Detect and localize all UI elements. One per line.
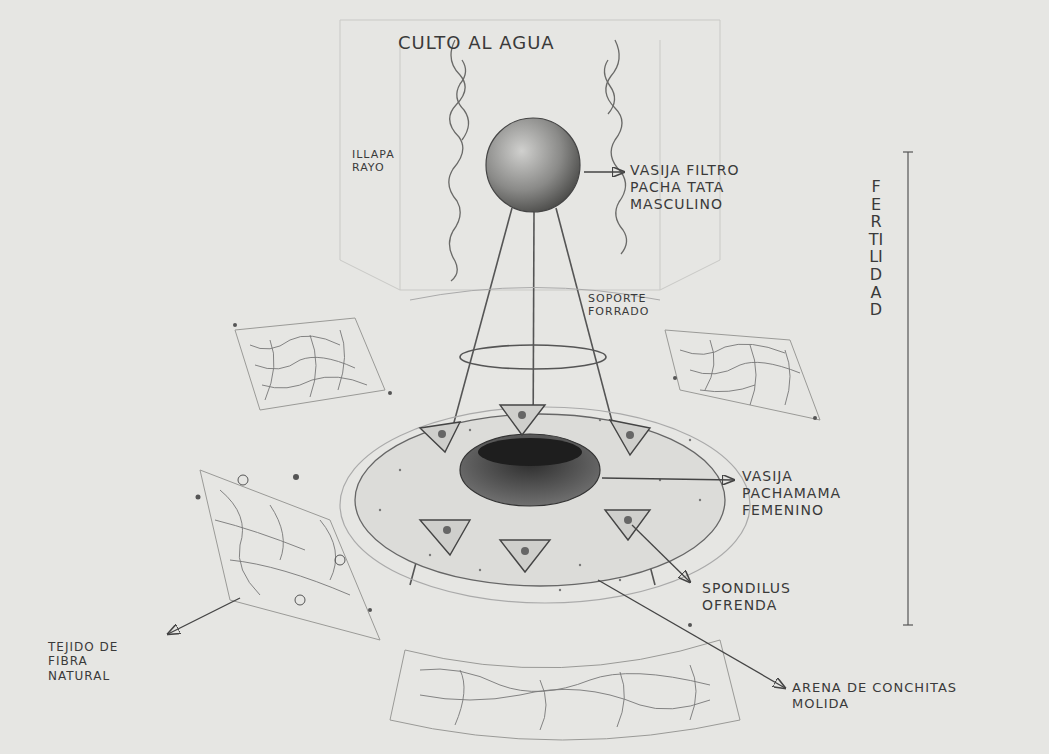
callout-label: ARENA DE CONCHITAS MOLIDA [792,680,1007,711]
callout-label: VASIJA FILTRO PACHA TATA MASCULINO [630,162,770,212]
title: CULTO AL AGUA [398,32,555,54]
side-label: FERTILIDAD [868,178,884,319]
callout-label: ILLAPA RAYO [352,148,412,174]
callout-label: VASIJA PACHAMAMA FEMENINO [742,468,882,518]
callout-label: TEJIDO DE FIBRA NATURAL [48,640,143,683]
callout-label: SPONDILUS OFRENDA [702,580,822,614]
callout-label: SOPORTE FORRADO [588,292,668,318]
